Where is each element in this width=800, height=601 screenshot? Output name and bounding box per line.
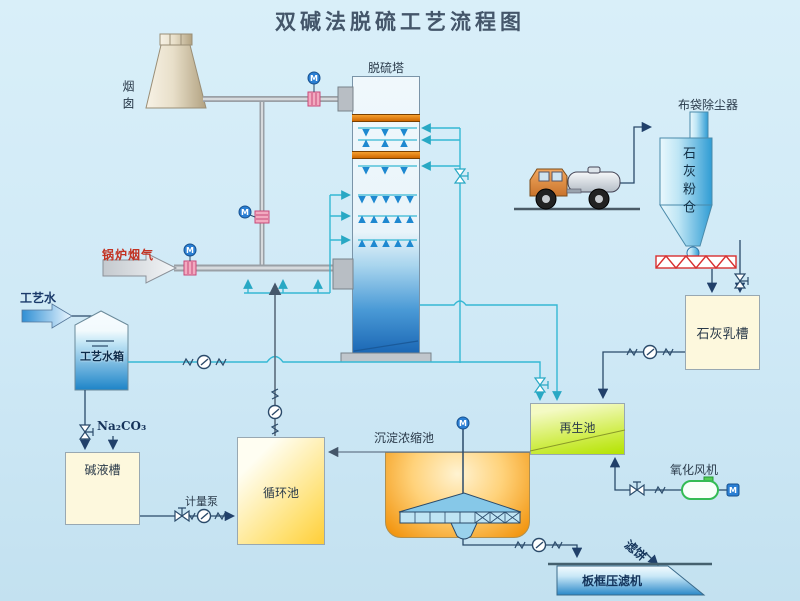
stack-pipe-damper: M [307, 71, 321, 107]
process-water-label: 工艺水 [20, 291, 57, 305]
lime-slurry-pump [642, 344, 658, 360]
metering-pump [196, 508, 212, 524]
tower-packing-band-1 [352, 114, 420, 122]
filter-press-label: 板框压滤机 [581, 574, 642, 588]
thickener-rake-mechanism [398, 429, 522, 540]
tower-label: 脱硫塔 [367, 61, 404, 75]
bag-filter-label: 布袋除尘器 [677, 98, 738, 112]
process-water-tank-label: 工艺水箱 [80, 350, 124, 363]
lime-delivery-truck [514, 166, 640, 211]
svg-text:M: M [459, 419, 467, 428]
pumps [196, 344, 658, 553]
alkali-tank-label: 碱液槽 [84, 463, 121, 477]
sludge-pump [531, 537, 547, 553]
svg-text:M: M [241, 208, 249, 217]
inlet-duct-damper: M [183, 243, 197, 276]
lime-tank-valve [733, 273, 749, 289]
screw-conveyor [655, 254, 737, 270]
thickener-label: 沉淀浓缩池 [374, 431, 435, 445]
boiler-flue-gas-label: 锅炉烟气 [102, 248, 155, 262]
alkali-outlet-valve [174, 507, 190, 523]
circulation-pool [237, 437, 325, 545]
spray-riser-valve [453, 168, 469, 184]
oxidation-fan-label: 氧化风机 [670, 463, 719, 477]
water-to-regen-valve [533, 377, 549, 393]
boiler-flue-gas-arrow [102, 252, 178, 284]
svg-text:M: M [310, 74, 318, 83]
tower-packing-band-2 [352, 151, 420, 159]
regeneration-pool-label: 再生池 [559, 421, 596, 435]
page-title: 双碱法脱硫工艺流程图 [275, 9, 525, 34]
chimney [145, 33, 207, 109]
manual-valves [78, 273, 749, 523]
chimney-label: 烟囱 [121, 80, 135, 114]
process-water-tank [74, 310, 129, 391]
lime-silo [659, 111, 713, 260]
alkali-solution-tank [65, 452, 140, 525]
gas-dampers: M M M [183, 71, 321, 276]
oxidation-blower: M [681, 476, 740, 500]
flue-gas-pipes [174, 86, 432, 363]
alkali-water-valve [78, 424, 94, 440]
lime-slurry-tank [685, 295, 760, 370]
regeneration-pool-slope [529, 429, 626, 452]
circulation-pool-label: 循环池 [262, 486, 299, 500]
flex-connectors [182, 347, 674, 550]
liquid-lines-cyan [128, 123, 562, 401]
cyan-valves [453, 168, 549, 393]
svg-text:M: M [186, 246, 194, 255]
metering-pump-label: 计量泵 [185, 495, 218, 508]
circulation-pump [267, 404, 283, 420]
air-line-valve [629, 481, 645, 497]
lime-silo-label: 石灰粉仓 [680, 146, 695, 218]
regeneration-pool [530, 403, 625, 455]
soda-ash-label: Na₂CO₃ [97, 419, 147, 433]
filter-press [548, 562, 712, 596]
blower-motor-letter: M [729, 486, 737, 495]
rake-motor: M [456, 416, 470, 430]
water-pump [196, 354, 212, 370]
tower-spray-internals [353, 127, 419, 352]
bypass-damper: M [238, 205, 270, 224]
lime-slurry-tank-label: 石灰乳槽 [696, 327, 749, 342]
process-lines-navy [79, 121, 746, 566]
